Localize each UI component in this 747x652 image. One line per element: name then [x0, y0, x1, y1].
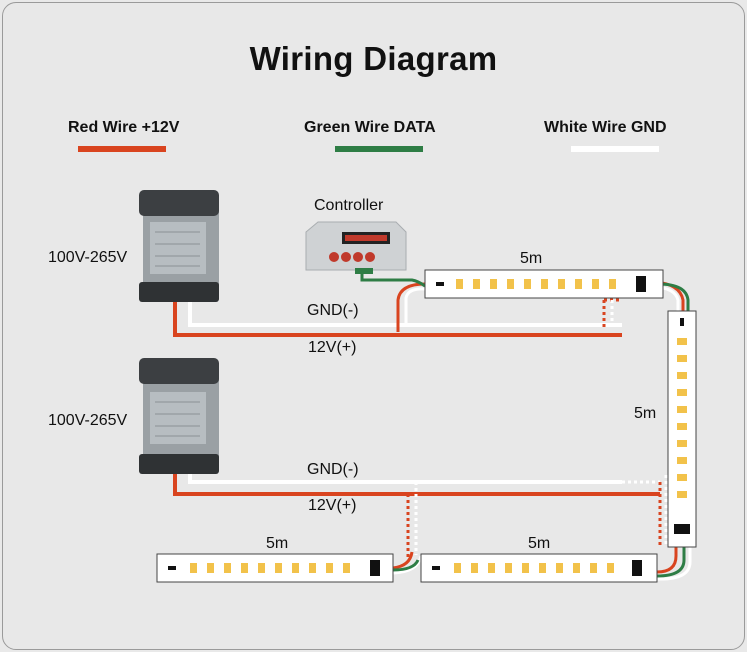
led-strip-1: [424, 269, 664, 299]
strip4-length-label: 5m: [528, 535, 551, 552]
led-strip-2: [667, 310, 697, 548]
controller-device: [305, 221, 407, 274]
legend-red-swatch: [78, 146, 166, 152]
v12-label-2: 12V(+): [308, 497, 357, 514]
strip3-length-label: 5m: [266, 535, 289, 552]
strip2-length-label: 5m: [634, 405, 657, 422]
legend-green-label: Green Wire DATA: [304, 119, 436, 136]
power-supply-1: [139, 190, 219, 302]
v12-label-1: 12V(+): [308, 339, 357, 356]
psu1-voltage-label: 100V-265V: [48, 249, 128, 266]
controller-label: Controller: [314, 197, 384, 214]
led-strip-4: [420, 553, 658, 583]
power-supply-2: [139, 358, 219, 474]
gnd-label-1: GND(-): [307, 302, 359, 319]
psu2-voltage-label: 100V-265V: [48, 412, 128, 429]
legend-red-label: Red Wire +12V: [68, 119, 180, 136]
legend-white-swatch: [571, 146, 659, 152]
gnd-label-2: GND(-): [307, 461, 359, 478]
diagram-title: Wiring Diagram: [249, 40, 498, 77]
led-strip-3: [156, 553, 394, 583]
legend-white-label: White Wire GND: [544, 119, 667, 136]
legend-green-swatch: [335, 146, 423, 152]
strip1-length-label: 5m: [520, 250, 543, 267]
